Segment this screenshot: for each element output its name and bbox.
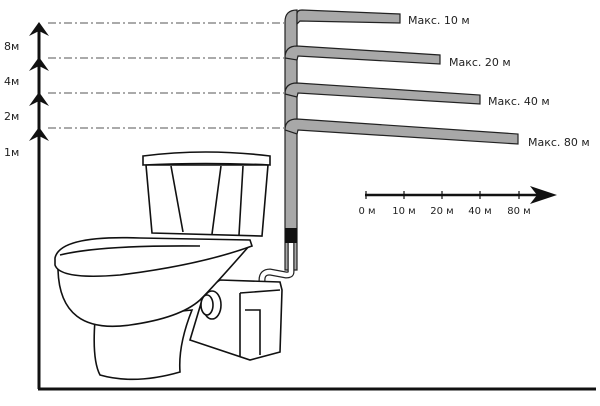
distance-arrowhead xyxy=(530,186,557,204)
arrowhead-1m xyxy=(29,127,49,141)
height-label-1m: 1м xyxy=(4,146,19,159)
distance-tick-10: 10 м xyxy=(392,206,415,217)
toilet-illustration xyxy=(54,151,283,381)
distance-axis xyxy=(365,186,557,204)
pipe-label-20m: Макс. 20 м xyxy=(449,56,511,69)
height-label-2m: 2м xyxy=(4,110,19,123)
distance-tick-0: 0 м xyxy=(358,206,375,217)
pipe-label-80m: Макс. 80 м xyxy=(528,136,590,149)
height-label-4m: 4м xyxy=(4,75,19,88)
pipe-80m xyxy=(284,118,519,145)
pipe-label-10m: Макс. 10 м xyxy=(408,14,470,27)
arrowhead-4m xyxy=(29,57,49,71)
toilet-tank xyxy=(145,164,269,237)
arrowhead-8m xyxy=(29,22,49,36)
distance-tick-40: 40 м xyxy=(468,206,491,217)
height-label-8m: 8м xyxy=(4,40,19,53)
pipe-10m xyxy=(296,9,401,26)
pipe-20m xyxy=(284,45,441,65)
vertical-pipe xyxy=(284,9,298,271)
pipe-label-40m: Макс. 40 м xyxy=(488,95,550,108)
distance-tick-20: 20 м xyxy=(430,206,453,217)
toilet-pedestal xyxy=(93,309,194,381)
toilet-seat xyxy=(54,236,254,278)
pipe-40m xyxy=(284,82,481,105)
check-valve-band xyxy=(285,228,297,243)
distance-tick-80: 80 м xyxy=(507,206,530,217)
height-guides xyxy=(48,22,284,129)
height-axis xyxy=(29,22,49,389)
arrowhead-2m xyxy=(29,92,49,106)
discharge-pipes xyxy=(284,9,519,271)
